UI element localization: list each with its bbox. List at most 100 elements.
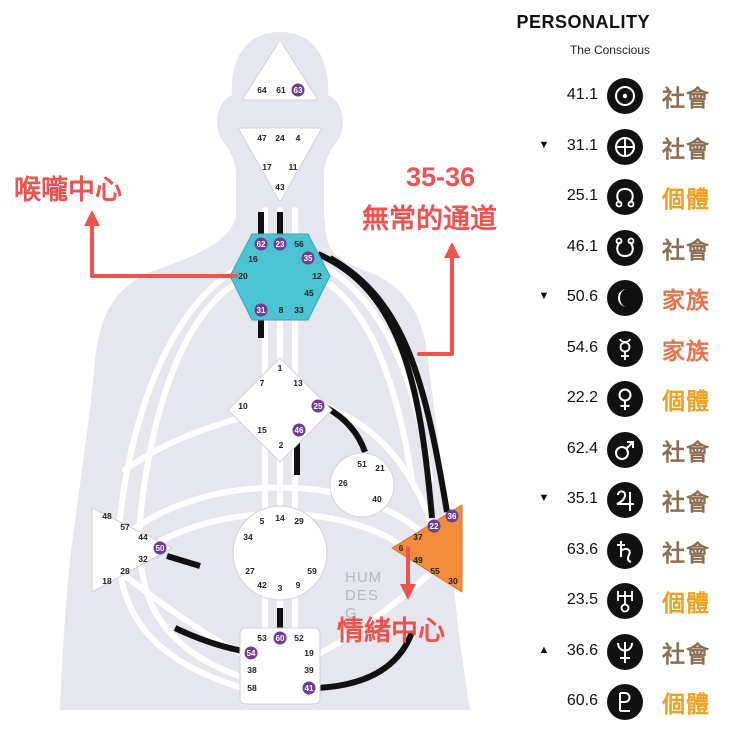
gate-line-value: 50.6 bbox=[566, 288, 598, 305]
circuit-label: 家族 bbox=[662, 338, 710, 365]
svg-text:G: G bbox=[345, 605, 358, 622]
mars-icon bbox=[607, 431, 643, 468]
circuit-label: 社會 bbox=[662, 439, 710, 466]
gate-line-value: 41.1 bbox=[566, 86, 598, 103]
gate-line-value: 54.6 bbox=[566, 338, 598, 356]
activation-row: 41.1 社會 bbox=[500, 72, 740, 122]
gate-61: 61 bbox=[276, 85, 286, 95]
jupiter-icon bbox=[607, 482, 643, 518]
circuit-label: 社會 bbox=[662, 641, 710, 668]
gate-5: 5 bbox=[260, 516, 265, 526]
gate-17: 17 bbox=[262, 162, 272, 172]
gate-62: 62 bbox=[257, 240, 266, 249]
gate-line-value: 62.4 bbox=[566, 439, 598, 457]
gate-63: 63 bbox=[294, 86, 303, 95]
bodygraph: 64 61 63 47 24 4 17 11 43 62 23 56 16 35… bbox=[14, 32, 497, 710]
gate-37: 37 bbox=[413, 532, 423, 542]
circuit-label: 社會 bbox=[662, 86, 710, 112]
gate-34: 34 bbox=[243, 532, 253, 542]
gate-30: 30 bbox=[448, 576, 458, 586]
gate-25: 25 bbox=[314, 402, 323, 411]
gate-59: 59 bbox=[307, 566, 317, 576]
gate-22: 22 bbox=[430, 522, 439, 531]
personality-subtitle: The Conscious bbox=[569, 43, 650, 57]
gate-57: 57 bbox=[120, 522, 130, 532]
channel-35-36-label: 35-36 bbox=[406, 162, 475, 192]
pluto-icon bbox=[607, 684, 643, 720]
sun-icon bbox=[607, 78, 643, 114]
direction-arrow: ▼ bbox=[538, 290, 550, 302]
gate-1: 1 bbox=[278, 363, 283, 373]
gate-24: 24 bbox=[275, 133, 285, 143]
north-node-icon bbox=[607, 179, 643, 215]
svg-text:DES: DES bbox=[345, 587, 379, 604]
g-center: 1 7 13 10 25 15 46 2 bbox=[227, 357, 333, 463]
ajna-center: 47 24 4 17 11 43 bbox=[237, 127, 323, 203]
gate-40: 40 bbox=[372, 494, 382, 504]
gate-14: 14 bbox=[275, 513, 285, 523]
activation-row: ▼ 50.6 家族 bbox=[500, 274, 740, 324]
gate-line-value: 35.1 bbox=[566, 490, 598, 507]
earth-icon bbox=[607, 128, 643, 165]
solar-plexus-center: 36 22 37 6 49 55 30 bbox=[391, 504, 463, 593]
personality-title: PERSONALITY bbox=[516, 12, 650, 32]
saturn-icon bbox=[607, 532, 643, 569]
gate-43: 43 bbox=[275, 182, 285, 192]
direction-arrow: ▼ bbox=[538, 138, 550, 151]
active-channels bbox=[166, 82, 450, 691]
gate-36: 36 bbox=[448, 512, 457, 521]
venus-icon bbox=[607, 381, 643, 417]
gate-27: 27 bbox=[245, 566, 255, 576]
gate-15: 15 bbox=[257, 425, 267, 435]
circuit-label: 社會 bbox=[662, 490, 710, 516]
gate-50: 50 bbox=[156, 544, 165, 553]
channel-35-36-desc: 無常的通道 bbox=[362, 203, 497, 234]
gate-18: 18 bbox=[102, 576, 112, 586]
direction-arrow: ▼ bbox=[538, 492, 550, 504]
gate-line-value: 36.6 bbox=[566, 641, 598, 659]
gate-26: 26 bbox=[338, 478, 348, 488]
gate-8: 8 bbox=[279, 305, 284, 315]
head-center: 64 61 63 bbox=[241, 39, 319, 101]
gate-64: 64 bbox=[257, 85, 267, 95]
gate-11: 11 bbox=[289, 162, 298, 172]
gate-33: 33 bbox=[294, 305, 304, 315]
gate-44: 44 bbox=[138, 532, 148, 542]
gate-3: 3 bbox=[278, 583, 283, 593]
direction-arrow: ▲ bbox=[538, 643, 550, 656]
ego-center: 51 21 26 40 bbox=[329, 452, 395, 518]
gate-58: 58 bbox=[247, 683, 257, 693]
gate-56: 56 bbox=[294, 239, 304, 249]
activation-row: 54.6 家族 bbox=[500, 325, 740, 375]
callout-arrows bbox=[84, 210, 460, 600]
gate-line-value: 23.5 bbox=[566, 591, 598, 608]
throat-center-callout: 喉嚨中心 bbox=[14, 175, 122, 205]
gate-53: 53 bbox=[257, 633, 267, 643]
gate-19: 19 bbox=[304, 648, 314, 658]
svg-text:HUM: HUM bbox=[345, 569, 382, 586]
circuit-label: 社會 bbox=[662, 237, 710, 264]
circuit-label: 個體 bbox=[662, 692, 710, 718]
gate-60: 60 bbox=[276, 634, 285, 643]
activation-row: ▲ 36.6 社會 bbox=[500, 628, 740, 678]
gate-7: 7 bbox=[260, 378, 265, 388]
gate-48: 48 bbox=[102, 511, 112, 521]
gate-line-value: 63.6 bbox=[566, 540, 598, 558]
uranus-icon bbox=[607, 583, 643, 619]
root-center: 53 60 52 54 19 38 39 58 41 bbox=[239, 627, 321, 705]
gate-31: 31 bbox=[257, 306, 266, 315]
circuit-label: 個體 bbox=[662, 389, 710, 415]
gate-23: 23 bbox=[276, 240, 285, 249]
gate-52: 52 bbox=[294, 633, 304, 643]
gate-35: 35 bbox=[304, 254, 313, 263]
gate-10: 10 bbox=[238, 401, 248, 411]
circuit-label: 家族 bbox=[662, 288, 710, 314]
gate-line-value: 31.1 bbox=[566, 136, 598, 154]
gate-49: 49 bbox=[413, 555, 423, 565]
gate-6: 6 bbox=[399, 543, 404, 553]
south-node-icon bbox=[607, 229, 643, 266]
